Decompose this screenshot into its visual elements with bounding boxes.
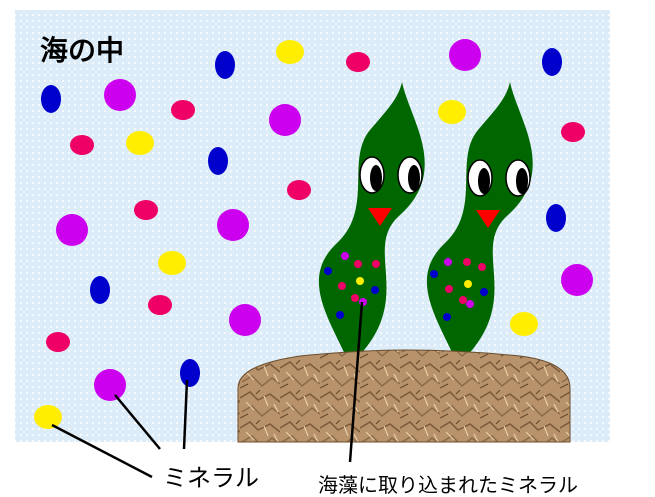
mineral-yellow: [438, 100, 466, 124]
mineral-yellow: [158, 251, 186, 275]
seaweed-body: [318, 82, 425, 365]
absorbed-mineral: [430, 270, 438, 278]
absorbed-mineral: [371, 286, 379, 294]
mineral-blue: [180, 359, 200, 387]
mineral-blue: [41, 85, 61, 113]
mineral-magenta: [104, 79, 136, 111]
mineral-blue: [208, 147, 228, 175]
mineral-pink: [561, 122, 585, 142]
absorbed-mineral: [338, 282, 346, 290]
mineral-pink: [171, 100, 195, 120]
seaweed-minerals-label: 海藻に取り込まれたミネラル: [318, 473, 578, 497]
pupil: [408, 165, 420, 191]
absorbed-mineral: [478, 263, 486, 271]
mineral-pink: [346, 52, 370, 72]
mineral-yellow: [126, 131, 154, 155]
beak: [368, 208, 392, 226]
mineral-magenta: [217, 209, 249, 241]
title: 海の中: [40, 34, 124, 67]
absorbed-mineral: [445, 285, 453, 293]
rock: [237, 349, 571, 443]
absorbed-mineral: [459, 296, 467, 304]
absorbed-mineral: [324, 267, 332, 275]
mineral-magenta: [56, 214, 88, 246]
mineral-magenta: [269, 104, 301, 136]
mineral-magenta: [561, 264, 593, 296]
absorbed-mineral: [351, 294, 359, 302]
pupil: [516, 168, 528, 194]
absorbed-mineral: [480, 288, 488, 296]
mineral-pink: [287, 180, 311, 200]
mineral-blue: [90, 276, 110, 304]
beak: [476, 210, 500, 228]
mineral-blue: [542, 48, 562, 76]
pointer-line: [114, 394, 161, 450]
seaweed-right: [426, 82, 533, 365]
mineral-yellow: [510, 312, 538, 336]
mineral-blue: [546, 204, 566, 232]
mineral-magenta: [94, 369, 126, 401]
pointer-line: [51, 423, 153, 479]
absorbed-mineral: [443, 313, 451, 321]
seaweed-body: [426, 82, 533, 365]
free-minerals: [34, 39, 593, 429]
absorbed-mineral: [463, 258, 471, 266]
minerals-label: ミネラル: [163, 464, 259, 492]
mineral-pink: [148, 295, 172, 315]
pointer-line: [348, 301, 364, 463]
mineral-yellow: [34, 405, 62, 429]
absorbed-mineral: [341, 252, 349, 260]
mineral-pink: [134, 200, 158, 220]
pupil: [370, 165, 382, 191]
mineral-blue: [215, 51, 235, 79]
absorbed-mineral: [444, 258, 452, 266]
absorbed-mineral: [356, 277, 364, 285]
mineral-pink: [70, 135, 94, 155]
mineral-pink: [46, 332, 70, 352]
seaweed-left: [318, 82, 425, 365]
absorbed-mineral: [336, 311, 344, 319]
absorbed-mineral: [464, 280, 472, 288]
absorbed-mineral: [372, 260, 380, 268]
pupil: [478, 168, 490, 194]
pointer-line: [182, 379, 189, 450]
absorbed-mineral: [354, 260, 362, 268]
mineral-magenta: [449, 39, 481, 71]
mineral-magenta: [229, 304, 261, 336]
pointer-lines: [51, 301, 364, 479]
absorbed-mineral: [466, 300, 474, 308]
mineral-yellow: [276, 40, 304, 64]
